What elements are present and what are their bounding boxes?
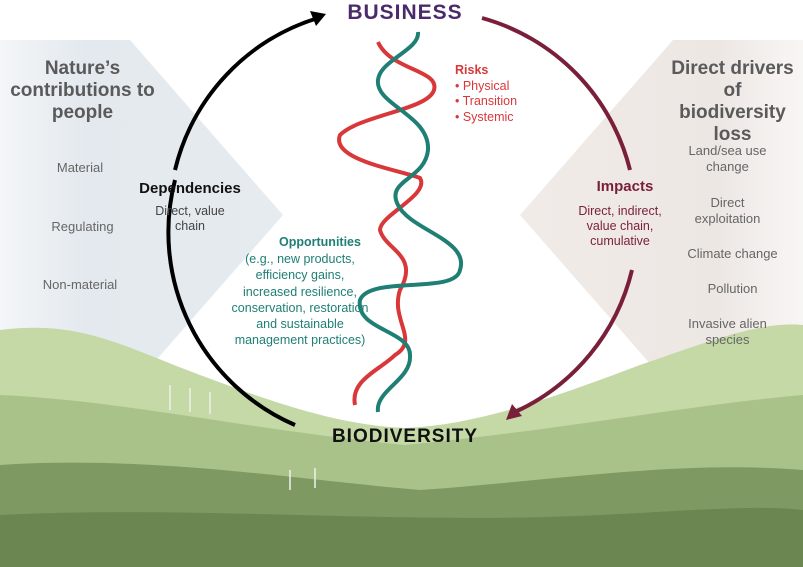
left-panel-bg <box>0 40 283 390</box>
left-panel-heading: Nature’s contributions to people <box>10 58 155 123</box>
left-item-regulating: Regulating <box>51 219 114 234</box>
impacts-text: Direct, indirect, value chain, cumulativ… <box>578 204 662 248</box>
right-item-climate: Climate change <box>687 246 778 261</box>
helix-teal-strand <box>357 31 464 413</box>
right-item-invasive: Invasive alien species <box>688 316 767 347</box>
dependencies-title: Dependencies <box>139 180 241 197</box>
risks-title: Risks <box>455 63 489 77</box>
risk-transition: • Transition <box>455 94 518 109</box>
opportunities-text: (e.g., new products, efficiency gains, i… <box>231 252 369 348</box>
right-item-pollution: Pollution <box>707 281 758 296</box>
landscape-front <box>0 507 803 567</box>
risk-systemic: • Systemic <box>455 109 514 124</box>
dependencies-arrowhead <box>310 11 326 26</box>
right-panel-heading: Direct drivers of biodiversity loss <box>671 58 794 145</box>
business-title: BUSINESS <box>347 1 463 24</box>
right-item-exploitation: Direct exploitation <box>694 195 761 226</box>
dependencies-text: Direct, value chain <box>155 204 225 233</box>
impacts-arrow <box>481 16 632 171</box>
risk-physical: • Physical <box>455 78 510 93</box>
impacts-title: Impacts <box>596 178 654 195</box>
wind-turbines <box>169 385 316 490</box>
right-item-land-sea: Land/sea use change <box>688 143 767 174</box>
left-item-material: Material <box>56 160 104 175</box>
right-panel-bg <box>520 40 803 390</box>
biodiversity-label: BIODIVERSITY <box>331 426 479 447</box>
opportunities-title: Opportunities <box>279 235 361 249</box>
risks-block: Risks • Physical • Transition • Systemic <box>455 63 517 126</box>
impacts-arrowhead <box>506 404 522 420</box>
dependencies-arrow <box>166 179 296 427</box>
left-item-non-material: Non-material <box>42 277 118 292</box>
